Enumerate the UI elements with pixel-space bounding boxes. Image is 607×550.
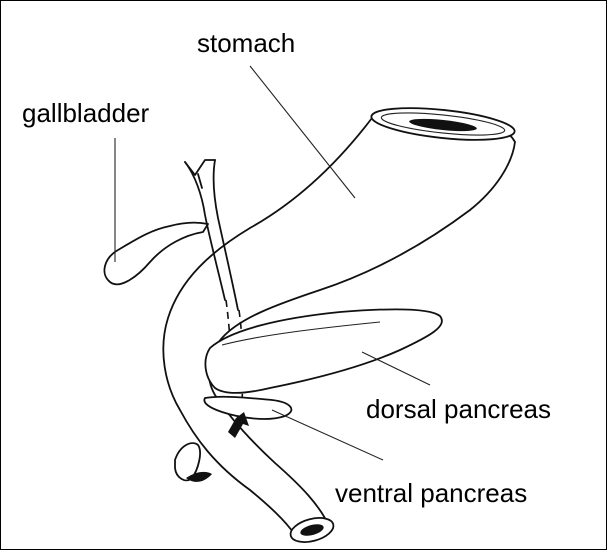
gallbladder-label: gallbladder xyxy=(22,98,150,128)
dorsal-pancreas-leader-line xyxy=(362,352,430,385)
stomach-leader-line xyxy=(250,66,355,198)
stomach-label: stomach xyxy=(197,28,295,58)
dorsal-pancreas-label: dorsal pancreas xyxy=(366,394,551,424)
bile-duct-fork xyxy=(185,160,215,175)
ventral-pancreas-label: ventral pancreas xyxy=(335,478,527,508)
